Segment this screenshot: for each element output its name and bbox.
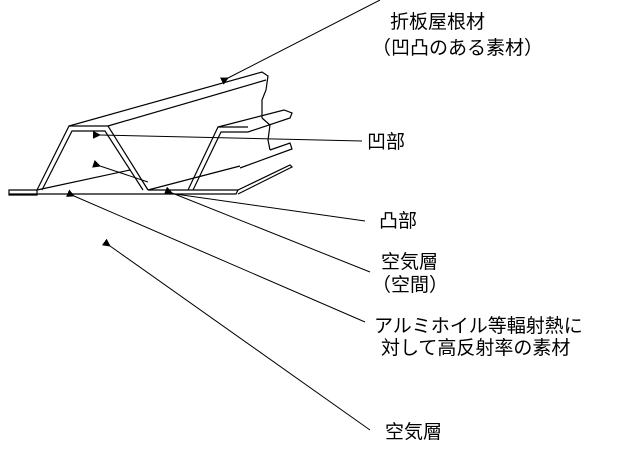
label-reflective-1: アルミホイル等輻射熱に [374, 315, 583, 337]
label-air-space: 空気層 [381, 251, 439, 273]
leader-air-layer [101, 238, 371, 431]
leader-lines [65, 0, 381, 431]
leader-concave [92, 130, 363, 142]
label-air-space-note: （空間） [372, 274, 449, 296]
leader-roof-material [219, 0, 381, 85]
label-air-layer: 空気層 [385, 421, 443, 443]
leader-convex [167, 192, 366, 222]
label-concave: 凹部 [367, 131, 406, 153]
label-reflective-2: 対して高反射率の素材 [381, 337, 571, 359]
leader-air-space [164, 186, 371, 273]
leader-reflective [65, 189, 366, 323]
label-roof-material: 折板屋根材 [390, 11, 486, 33]
leader-inner-air [92, 159, 149, 183]
label-roof-material-note: （凹凸のある素材） [372, 37, 544, 59]
label-convex: 凸部 [379, 210, 418, 232]
roof-panel [8, 71, 294, 196]
